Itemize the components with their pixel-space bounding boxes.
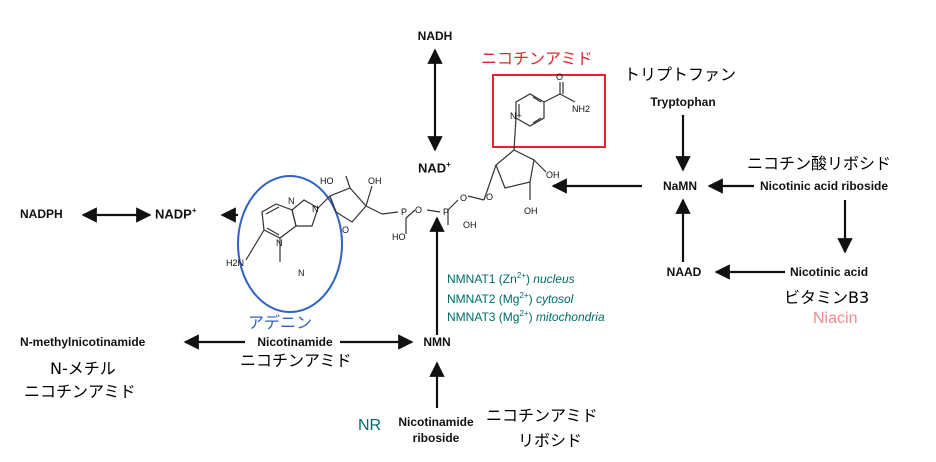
label-tryptophan-jp: トリプトファン (624, 65, 737, 84)
label-nr-en-2: riboside (412, 431, 460, 445)
atom-n-purine-4: N (298, 268, 305, 278)
atom-h2n: H2N (226, 258, 244, 268)
atom-n-purine-2: N (288, 196, 295, 206)
adenine-highlight-circle (237, 175, 343, 313)
label-nar-jp: ニコチン酸リボシド (747, 154, 892, 173)
label-n-methylnicotinamide-en: N-methylnicotinamide (20, 335, 146, 349)
label-nar-en: Nicotinic acid riboside (760, 179, 889, 193)
label-nadp: NADP+ (155, 206, 197, 222)
label-nicotinic-acid: Nicotinic acid (790, 265, 869, 279)
label-nr: NR (358, 417, 382, 434)
label-n-methyl-jp-2: ニコチンアミド (24, 382, 136, 401)
label-nr-jp-2: リボシド (518, 431, 583, 450)
label-namn: NaMN (662, 179, 698, 193)
label-niacin: Niacin (813, 310, 858, 327)
label-n-methyl-jp-1: N-メチル (50, 359, 116, 378)
atom-n-plus: N+ (510, 111, 522, 121)
atom-n-purine-3: N (276, 238, 283, 248)
atom-oh-3: OH (463, 220, 477, 230)
label-nr-jp-1: ニコチンアミド (486, 406, 598, 425)
atom-oh-1: OH (546, 170, 560, 180)
nad-structure (245, 82, 576, 262)
nad-structure-atoms: N+ O NH2 OH OH O O P OH O P HO O HO OH N… (226, 72, 590, 278)
atom-n-purine-1: N (312, 204, 319, 214)
label-vitamin-b3: ビタミンB3 (784, 288, 870, 307)
label-nicotinamide-jp: ニコチンアミド (240, 351, 352, 370)
label-nad: NAD+ (418, 160, 451, 176)
label-nadh: NADH (417, 29, 453, 43)
label-nicotinamide-en: Nicotinamide (257, 335, 333, 349)
enzyme-nmnat3: NMNAT3 (Mg2+) mitochondria (447, 309, 605, 324)
atom-p-2: P (401, 207, 407, 217)
enzyme-nmnat1: NMNAT1 (Zn2+) nucleus (447, 271, 575, 286)
atom-o-ring-r: O (486, 192, 493, 202)
label-nmn: NMN (423, 335, 451, 349)
label-nadph: NADPH (20, 207, 63, 221)
atom-oh-2: OH (524, 206, 538, 216)
atom-p-1: P (443, 207, 449, 217)
label-adenine: アデニン (248, 313, 313, 332)
label-nicotinamide-red: ニコチンアミド (481, 49, 593, 68)
atom-ho-1: HO (392, 232, 406, 242)
atom-o-bridge-1: O (460, 193, 467, 203)
atom-ho-2: HO (320, 176, 334, 186)
atom-o-amide: O (556, 72, 563, 82)
atom-oh-4: OH (368, 176, 382, 186)
nicotinamide-highlight-box (492, 74, 606, 148)
label-nr-en-1: Nicotinamide (398, 415, 474, 429)
label-tryptophan-en: Tryptophan (650, 95, 716, 109)
enzyme-nmnat2: NMNAT2 (Mg2+) cytosol (447, 291, 574, 306)
atom-nh2: NH2 (572, 104, 590, 114)
atom-o-bridge-2: O (415, 205, 422, 215)
atom-o-ring-l: O (342, 225, 349, 235)
label-naad: NAAD (666, 265, 702, 279)
